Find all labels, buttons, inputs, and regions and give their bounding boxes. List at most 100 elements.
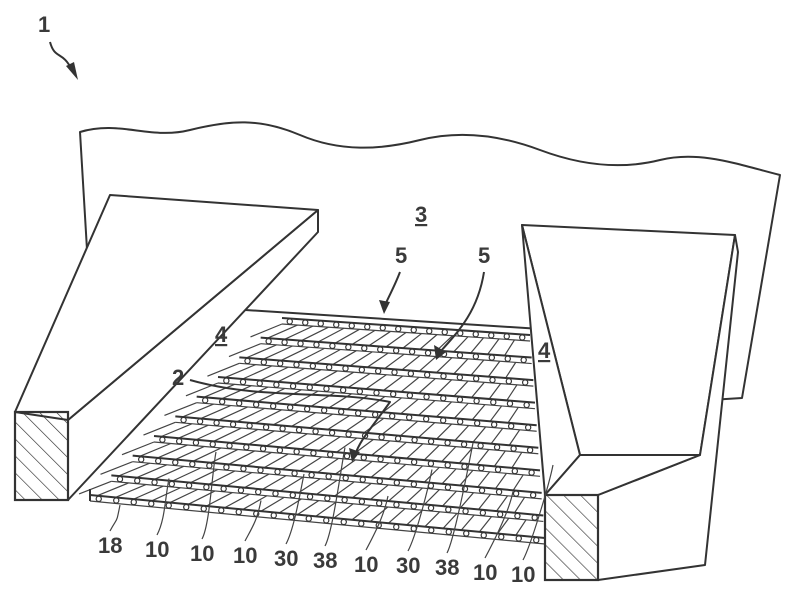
chain-link [505,378,513,385]
chain-link [393,523,400,531]
grate-slat [164,402,197,416]
chain-link [490,421,498,428]
grate-slat [453,380,469,397]
chain-link [235,508,242,516]
chain-link [494,466,502,473]
chain-link [354,410,362,417]
grate-slat [388,441,407,458]
chain-link [203,483,210,491]
grate-slat [195,426,226,441]
grate-slat [453,336,469,353]
grate-slat [436,335,453,352]
grate-slat [97,482,129,497]
grate-slat [203,383,235,398]
chain-link [356,388,364,395]
chain-link [408,348,416,355]
chain-link [183,503,190,511]
chain-link [252,401,260,408]
grate-slat [366,352,389,368]
chain-link [411,436,418,444]
grate-slat [315,501,337,517]
chain-link [371,411,379,418]
chain-link [286,404,294,411]
grate-slat [406,443,424,459]
chain-row [132,454,542,494]
grate-slat [332,350,357,366]
chain-link [519,334,526,341]
grate-slat [312,370,338,386]
grate-slat [316,479,338,495]
grate-slat [476,449,490,466]
grate-slat [121,441,155,456]
label-5-right: 5 [478,243,490,268]
grate-slat [317,457,339,473]
chain-link [276,446,284,454]
chain-link [395,325,402,333]
grate-slat [143,421,176,436]
chain-link [340,518,347,526]
grate-slat [273,410,299,426]
grate-slat [242,365,273,380]
grate-slat [406,465,423,482]
chain-link [341,496,348,504]
chain-link [410,458,418,466]
chain-link [472,353,480,360]
chain-link [218,507,225,514]
grate-slat [436,401,452,418]
grate-slat [460,514,475,531]
chain-link [523,401,530,409]
grate-slat [470,359,485,376]
grate-slat [406,509,423,526]
chain-link [291,470,298,477]
chain-link [388,412,396,420]
grate-slat [381,419,402,435]
grate-slat [423,444,440,461]
chain-link [303,405,311,413]
grate-slat [169,488,198,504]
chain-link [378,433,385,441]
grate-slat [239,386,269,401]
grate-slat [284,325,314,340]
chain-link [444,484,452,491]
chain-link [302,319,309,326]
chain-link [358,520,365,527]
grate-slat [511,452,523,469]
chain-link [305,515,312,522]
chain-link [273,381,280,388]
chain-link [279,425,286,432]
bottom-label-10: 10 [473,560,497,585]
chain-link [374,367,382,375]
grate-slat [418,422,436,438]
chain-link [286,318,293,325]
chain-link [410,326,417,334]
chain-link [308,471,315,479]
chain-link [462,508,469,515]
left-side-block [13,194,319,502]
chain-link [373,389,380,397]
bottom-label-30: 30 [274,546,298,571]
leader-line [324,447,346,547]
grate-slat [301,434,325,450]
grate-slat [208,470,236,485]
chain-link [379,324,386,332]
grate-slat [365,374,387,390]
chain-link [113,497,120,504]
chain-link [306,493,314,500]
grate-slat [333,503,354,519]
grate-slat [479,516,492,533]
grate-slat [478,493,492,510]
chain-row [239,356,534,382]
bottom-label-38: 38 [313,548,337,573]
grate-slat [442,513,458,529]
grate-slat [244,473,270,489]
grate-slat [385,332,407,348]
chain-link [358,366,366,374]
grate-slat [327,415,350,431]
right-side-block [521,224,739,582]
grate-slat [388,463,407,480]
chain-link [342,474,349,482]
chain-link [512,490,520,497]
chain-link [520,356,527,364]
leader-line [522,464,554,561]
grate-slat [370,484,389,500]
